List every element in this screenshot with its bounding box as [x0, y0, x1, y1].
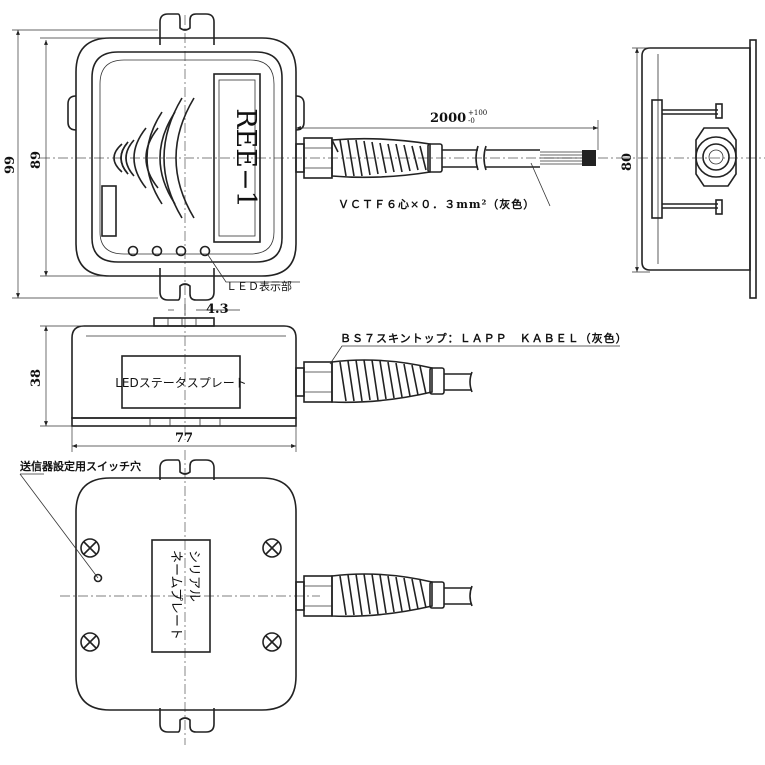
- led-4: [199, 245, 211, 257]
- serial-plate-line1: シリアル: [186, 550, 201, 602]
- led-3: [175, 245, 187, 257]
- led-2: [151, 245, 163, 257]
- dim-77: 77: [175, 431, 193, 446]
- led-1: [127, 245, 139, 257]
- dim-38: 38: [29, 369, 44, 387]
- led-status-plate: LEDステータスプレート: [115, 376, 247, 390]
- top-view: REE−1 ＬＥＤ表示部 2000 +100 -0: [3, 13, 620, 301]
- right-view: 80: [620, 39, 765, 299]
- led-display-label: ＬＥＤ表示部: [226, 279, 292, 293]
- switch-hole: [93, 573, 103, 583]
- dim-80: 80: [620, 153, 635, 171]
- dim-99: 99: [3, 156, 18, 174]
- brand-plate-text: REE−1: [230, 108, 261, 208]
- switch-hole-label: 送信器設定用スイッチ穴: [19, 459, 141, 473]
- serial-plate-line2: ネームプレート: [168, 550, 183, 640]
- cable-tol-minus: -0: [468, 117, 475, 125]
- serial-nameplate: [151, 539, 211, 653]
- gland-spec-label: ＢＳ７スキントップ：ＬＡＰＰ ＫＡＢＥＬ（灰色）: [340, 331, 628, 345]
- cable-length-dim: 2000: [430, 111, 466, 126]
- bottom-view: 送信器設定用スイッチ穴 シリアル ネームプレート: [19, 450, 473, 745]
- cable-tol-plus: +100: [468, 109, 487, 117]
- dim-89: 89: [29, 151, 44, 169]
- screw-bottom-left: [80, 632, 100, 652]
- screw-bottom-right: [262, 632, 282, 652]
- dim-4-3: 4.3: [206, 302, 229, 317]
- screw-top-left: [80, 538, 100, 558]
- cable-spec-label: ＶＣＴＦ６心×０．３mm²（灰色）: [338, 197, 535, 211]
- screw-top-right: [262, 538, 282, 558]
- side-view: LEDステータスプレート ＢＳ７スキントップ：ＬＡＰＰ ＫＡＢＥＬ（灰色） 4.…: [29, 300, 628, 452]
